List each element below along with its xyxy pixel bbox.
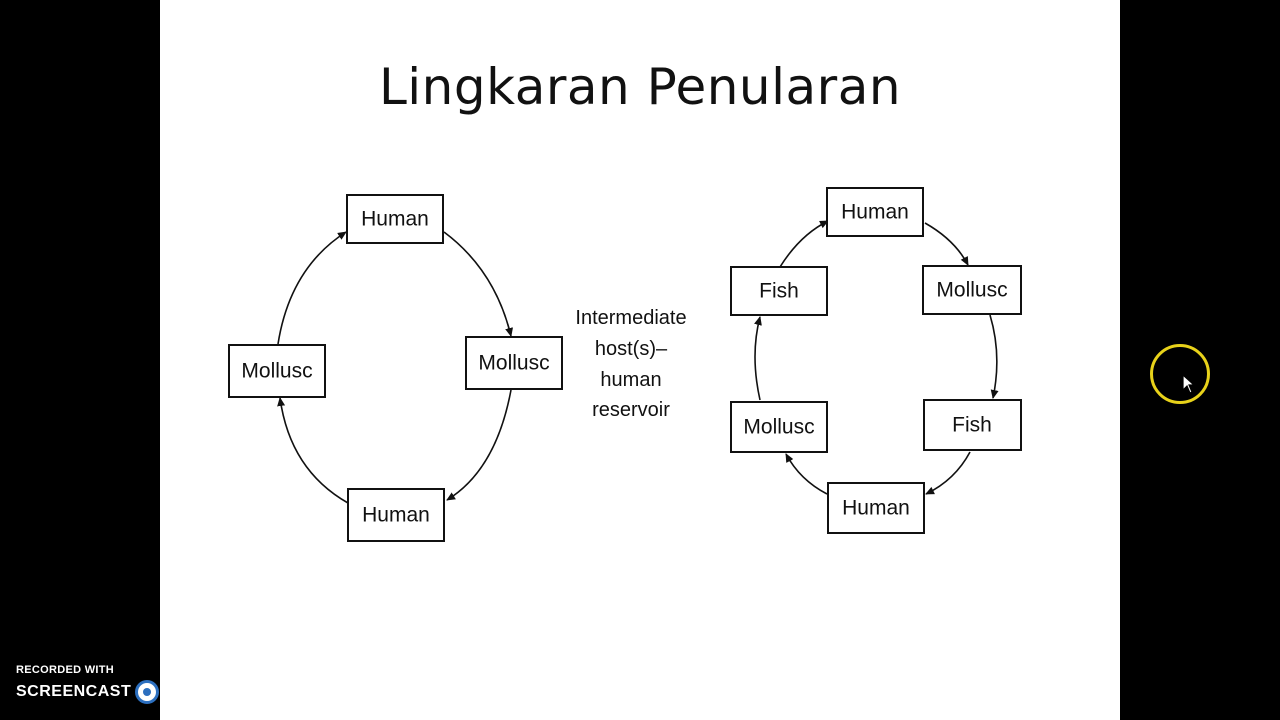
edge-right-human-bottom-to-mollusc — [785, 453, 828, 495]
edge-left-human-bottom-to-mollusc-left — [277, 397, 349, 504]
svg-text:Human: Human — [361, 208, 429, 231]
right-cycle-edges — [754, 220, 999, 495]
watermark-recorded-with: RECORDED WITH — [16, 664, 115, 676]
transmission-cycle-diagram: Human Mollusc Human Mollusc Human — [228, 187, 1022, 542]
svg-text:Mollusc: Mollusc — [936, 279, 1007, 302]
edge-left-mollusc-left-to-human-top — [277, 231, 347, 345]
svg-text:Mollusc: Mollusc — [241, 360, 312, 383]
edge-left-human-top-to-mollusc-right — [443, 231, 513, 337]
watermark-brand-part1: SCREENCAST — [16, 683, 132, 700]
svg-text:Human: Human — [362, 504, 430, 527]
node-left-mollusc-left: Mollusc — [228, 344, 326, 398]
pointer-arrow-icon — [1182, 374, 1196, 394]
edge-right-fish-left-to-human-top — [779, 220, 829, 268]
node-left-human-top: Human — [346, 194, 444, 244]
edge-left-mollusc-right-to-human-bottom — [446, 389, 512, 501]
svg-text:Fish: Fish — [759, 280, 799, 303]
cursor-highlight-ring — [1150, 344, 1210, 404]
svg-text:Fish: Fish — [952, 414, 992, 437]
edge-right-human-top-to-mollusc — [924, 222, 969, 266]
svg-text:Human: Human — [841, 201, 909, 224]
node-right-mollusc-left: Mollusc — [730, 401, 828, 453]
right-cycle-nodes: Human Mollusc Fish Human Mollusc Fish — [730, 187, 1022, 534]
screencast-logo-icon — [135, 680, 160, 704]
slide: Human Mollusc Human Mollusc Human — [160, 0, 1120, 720]
edge-right-mollusc-to-fish-left — [754, 316, 762, 401]
node-right-human-bottom: Human — [827, 482, 925, 534]
screencast-watermark: RECORDED WITH SCREENCAST MATIC — [16, 664, 215, 704]
node-right-fish: Fish — [923, 399, 1022, 451]
node-right-mollusc: Mollusc — [922, 265, 1022, 315]
svg-text:Mollusc: Mollusc — [743, 416, 814, 439]
watermark-brand-part2: MATIC — [163, 683, 216, 700]
note-line-1: Intermediate — [575, 307, 686, 329]
watermark-brand: SCREENCAST MATIC — [16, 680, 215, 704]
svg-text:Human: Human — [842, 497, 910, 520]
node-left-human-bottom: Human — [347, 488, 445, 542]
slide-title: Lingkaran Penularan — [378, 58, 902, 116]
node-right-fish-left: Fish — [730, 266, 828, 316]
node-right-human-top: Human — [826, 187, 924, 237]
edge-right-mollusc-to-fish — [989, 314, 999, 399]
edge-right-fish-to-human-bottom — [925, 451, 971, 495]
intermediate-host-note: Intermediate host(s)– human reservoir — [575, 307, 686, 421]
node-left-mollusc-right: Mollusc — [465, 336, 563, 390]
note-line-4: reservoir — [592, 399, 670, 421]
left-cycle-nodes: Human Mollusc Human Mollusc — [228, 194, 563, 542]
note-line-3: human — [600, 369, 661, 391]
note-line-2: host(s)– — [595, 338, 668, 360]
svg-text:Mollusc: Mollusc — [478, 352, 549, 375]
left-cycle-edges — [277, 231, 513, 504]
